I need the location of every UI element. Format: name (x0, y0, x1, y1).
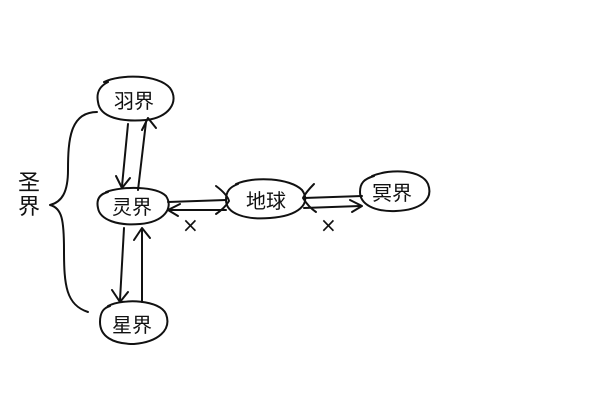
node-yujie-label: 羽界 (114, 89, 154, 113)
arrowhead-up-icon (141, 117, 157, 131)
arrowhead-down-icon (115, 175, 131, 189)
blocked-mark-2: × (320, 213, 337, 237)
arrowhead-up-icon (133, 227, 151, 241)
node-lingjie-label: 灵界 (112, 195, 152, 219)
arrowhead-right-icon (349, 199, 363, 213)
node-mingjie-label: 冥界 (372, 181, 412, 205)
arrow-lingjie-to-diqiu-line (167, 199, 227, 203)
arrow-yujie-to-lingjie-line (121, 123, 129, 187)
node-diqiu-outline (225, 178, 307, 220)
node-mingjie: 冥界 (359, 170, 431, 213)
group-label-char-1: 圣 (18, 171, 40, 196)
node-diqiu: 地球 (225, 178, 307, 220)
arrow-diqiu-to-mingjie-line (303, 205, 361, 209)
node-xingjie: 星界 (99, 300, 169, 345)
node-mingjie-outline (359, 170, 431, 213)
arrow-yujie-to-lingjie (115, 123, 131, 189)
node-xingjie-label: 星界 (112, 313, 152, 337)
node-diqiu-label: 地球 (246, 189, 286, 213)
node-lingjie-outline (96, 186, 170, 226)
arrow-mingjie-to-diqiu-line (303, 195, 363, 199)
holy-realm-group: 圣 界 (18, 111, 98, 313)
arrow-lingjie-to-xingjie-line (119, 227, 125, 301)
arrowhead-down-icon (111, 289, 129, 303)
node-yujie: 羽界 (96, 75, 175, 122)
arrow-xingjie-to-lingjie (133, 227, 151, 303)
arrow-lingjie-to-yujie (137, 117, 157, 191)
group-brace (49, 111, 98, 313)
arrow-diqiu-to-lingjie-blocked: × (167, 203, 227, 237)
arrowhead-left-icon (167, 203, 181, 217)
arrow-diqiu-to-mingjie-blocked: × (303, 199, 363, 237)
node-lingjie: 灵界 (96, 186, 170, 226)
blocked-mark-1: × (182, 213, 199, 237)
arrow-lingjie-to-xingjie (111, 227, 129, 303)
arrow-lingjie-to-yujie-line (137, 121, 147, 191)
group-label-char-2: 界 (18, 195, 40, 220)
node-xingjie-outline (99, 300, 169, 345)
